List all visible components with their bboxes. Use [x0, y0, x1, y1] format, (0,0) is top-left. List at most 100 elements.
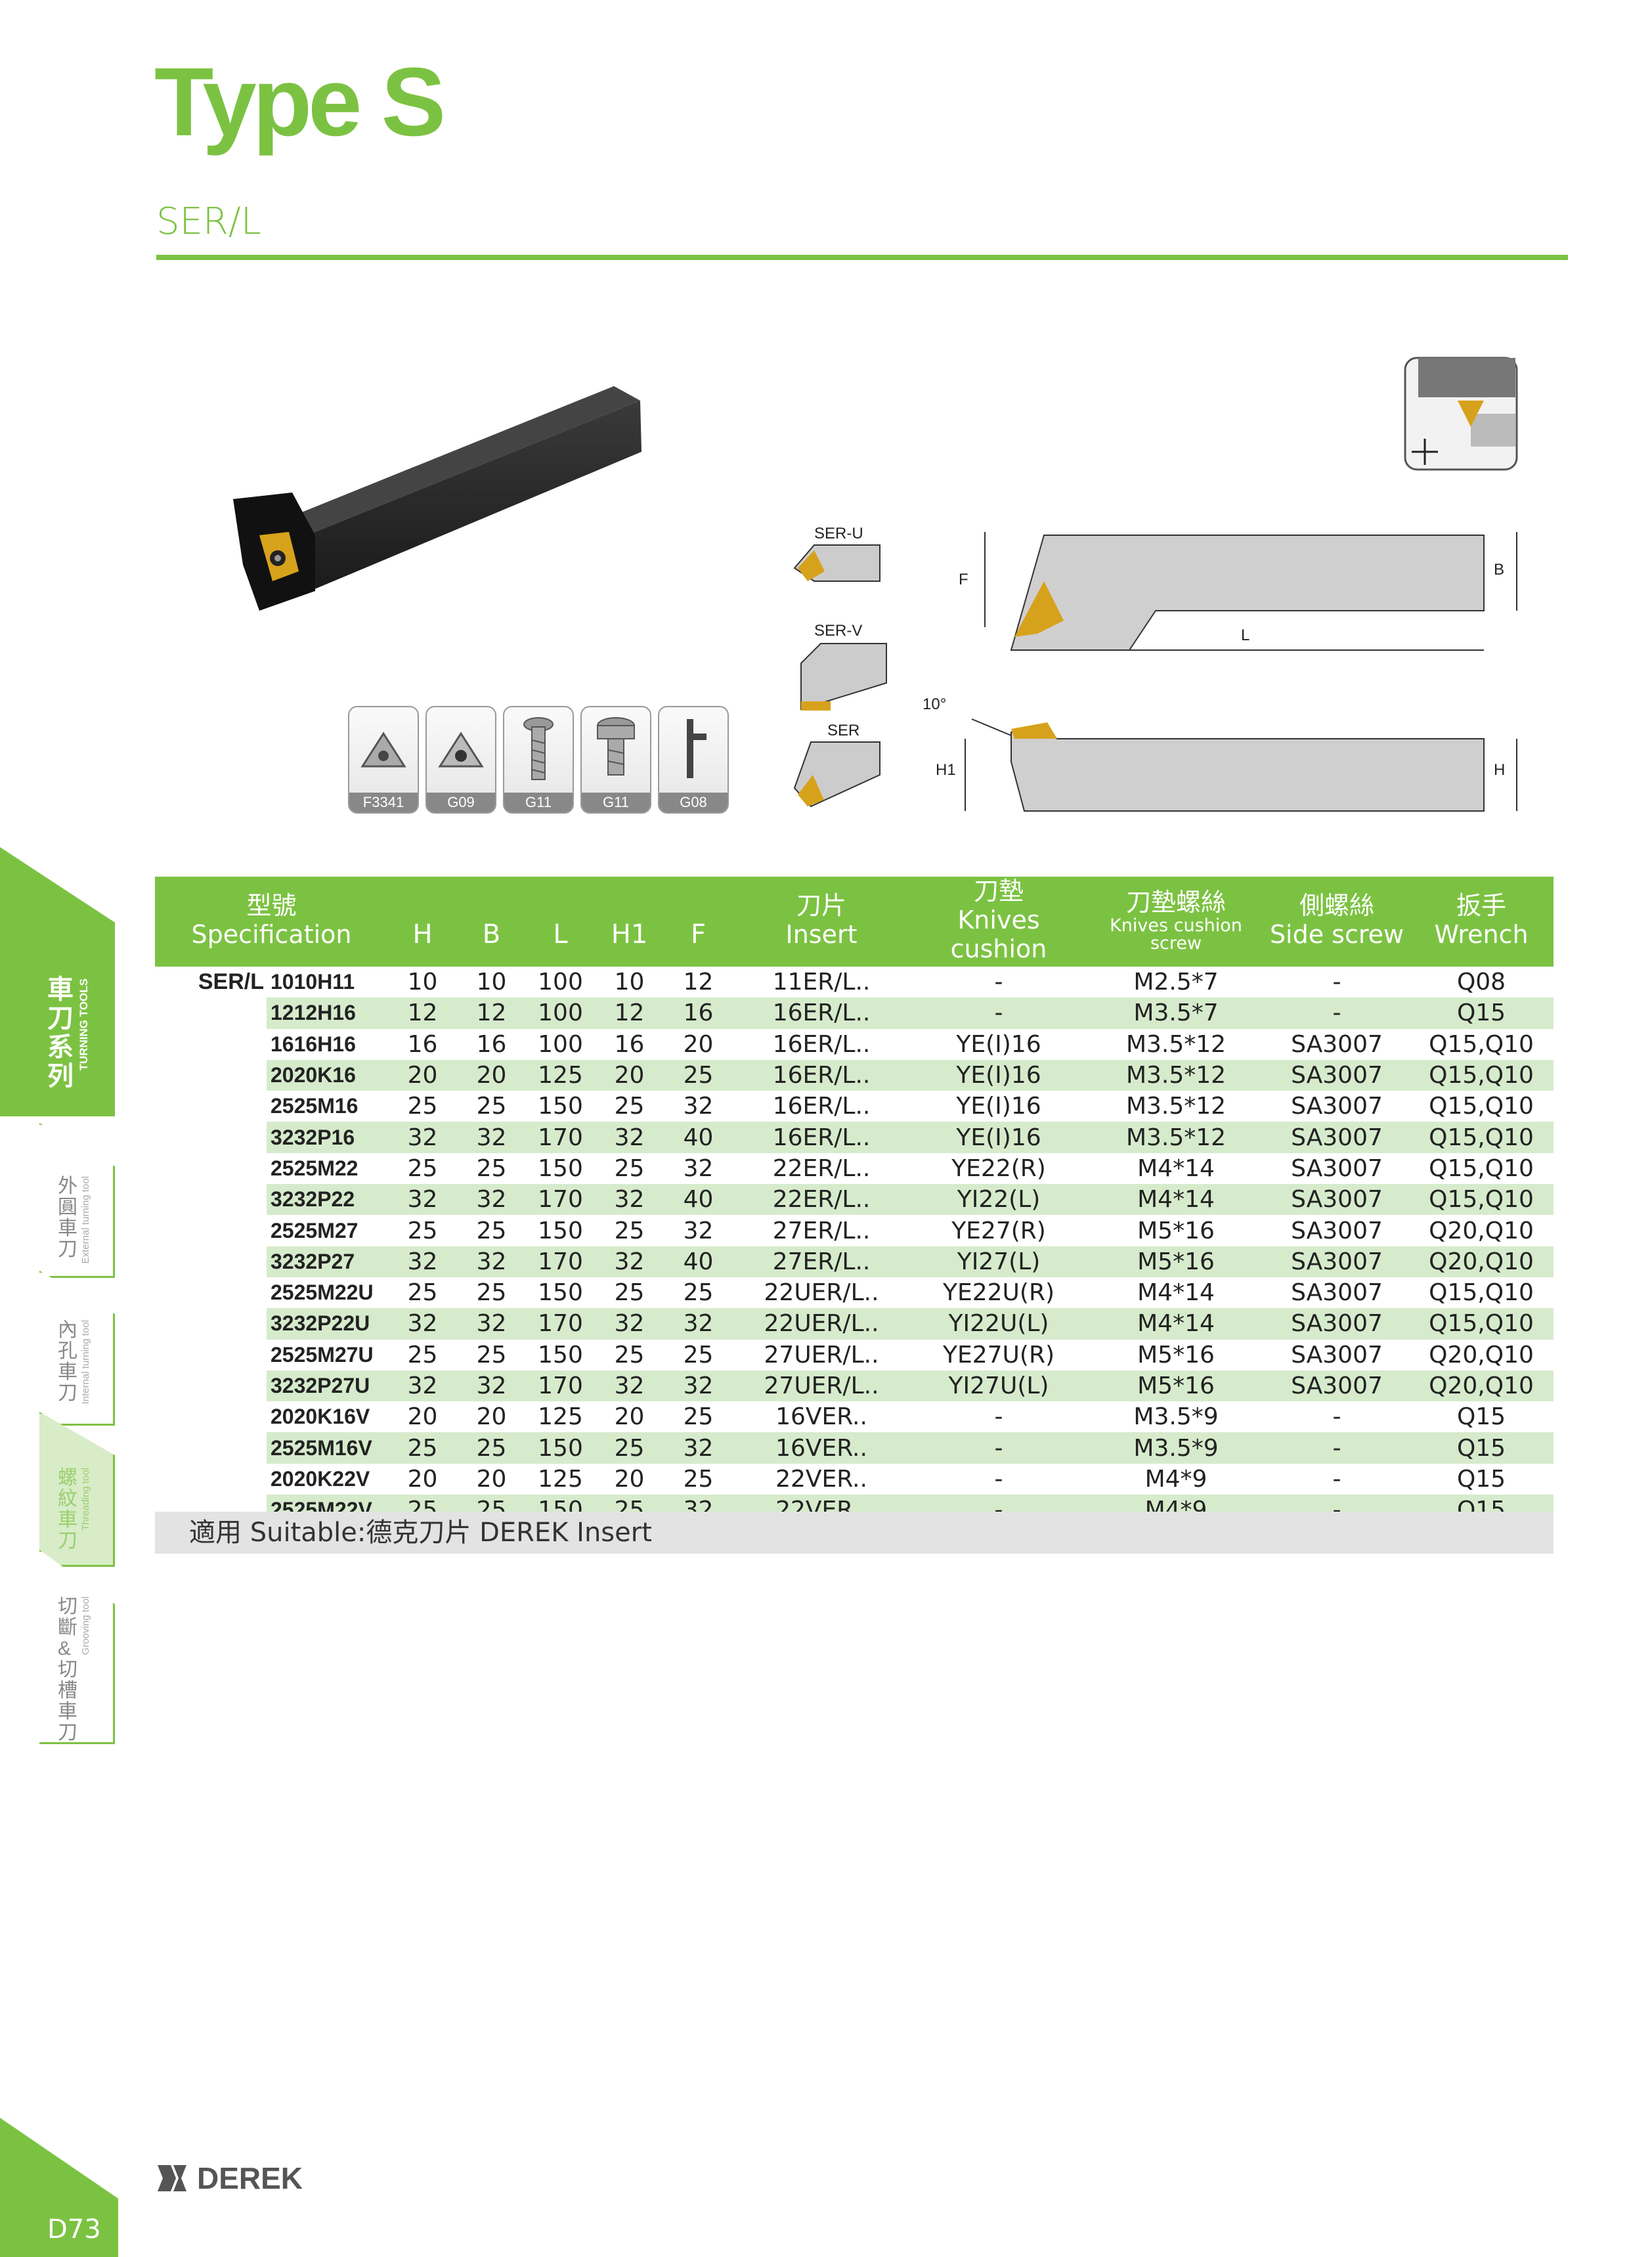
part-code: F3341	[349, 793, 418, 812]
insert-cell: 22VER..	[775, 1465, 867, 1493]
h-cell: 10	[388, 963, 458, 998]
wrench-cell: Q20,Q10	[1409, 1246, 1554, 1277]
b-cell: 32	[457, 1122, 527, 1153]
side-view: 10° H1 H	[923, 695, 1517, 812]
cushion-screw-cell: M4*14	[1087, 1184, 1265, 1216]
insert-cell: 16ER/L..	[733, 1059, 911, 1091]
cushion-cell: YE27(R)	[951, 1217, 1046, 1244]
h1-cell: 25	[614, 1093, 645, 1120]
col-h1: H1	[595, 877, 664, 965]
cushion-screw-cell: M3.5*12	[1087, 1059, 1265, 1091]
col-h: H	[388, 877, 458, 965]
model-cell: 3232P27U	[267, 1370, 389, 1402]
b-cell: 25	[476, 1154, 507, 1182]
insert-cell: 22UER/L..	[733, 1308, 911, 1340]
cushion-screw-cell: M3.5*12	[1125, 1093, 1227, 1120]
side-screw-cell: -	[1265, 963, 1410, 998]
dim-angle: 10°	[923, 695, 946, 713]
insert-cell: 27UER/L..	[764, 1341, 879, 1369]
h-cell: 20	[388, 1059, 458, 1091]
h1-cell: 32	[595, 1122, 664, 1153]
sidebar-tab-threading[interactable]: 螺紋車刀 Threading tool	[39, 1412, 115, 1567]
h1-cell: 20	[595, 1059, 664, 1091]
f-cell: 25	[683, 1465, 714, 1493]
model-cell: 2020K16V	[271, 1405, 370, 1429]
insert-cell: 16ER/L..	[772, 1030, 871, 1058]
f-cell: 12	[664, 963, 733, 998]
part-cushion: G09	[425, 706, 496, 814]
model-cell: 2525M22	[271, 1156, 359, 1180]
series-cell	[155, 1246, 267, 1277]
screw-icon	[597, 717, 635, 776]
page-number: D73	[47, 2214, 101, 2245]
side-screw-cell: SA3007	[1265, 1059, 1410, 1091]
cushion-screw-cell: M2.5*7	[1087, 963, 1265, 998]
wrench-cell: Q15,Q10	[1429, 1093, 1534, 1120]
cushion-cell: YE(I)16	[956, 1030, 1041, 1058]
b-cell: 32	[457, 1246, 527, 1277]
cushion-cell: YE(I)16	[910, 1122, 1088, 1153]
sidebar-tab-grooving[interactable]: 切斷&切槽車刀 Grooving tool	[39, 1550, 115, 1744]
series-cell	[155, 1432, 267, 1463]
part-code: G11	[504, 793, 573, 812]
cushion-cell: YI22(L)	[910, 1184, 1088, 1216]
insert-cell: 16ER/L..	[772, 1093, 871, 1120]
f-cell: 25	[683, 1403, 714, 1431]
l-cell: 150	[526, 1432, 596, 1464]
model-cell: 3232P16	[267, 1122, 389, 1153]
f-cell: 32	[664, 1432, 733, 1464]
side-screw-cell: SA3007	[1291, 1217, 1383, 1244]
part-code: G09	[427, 793, 495, 812]
f-cell: 32	[664, 1308, 733, 1340]
model-cell: 3232P27	[267, 1246, 389, 1277]
top-view: F B L	[959, 532, 1517, 651]
sidebar-tab-external[interactable]: 外圓車刀 External turning tool	[39, 1123, 115, 1278]
h1-cell: 10	[595, 963, 664, 998]
dim-h1: H1	[936, 761, 956, 779]
h-cell: 20	[407, 1403, 438, 1431]
insert-cell: 22ER/L..	[772, 1154, 871, 1182]
orientation-thumbnail	[1404, 357, 1518, 471]
brand-name: DEREK	[197, 2161, 303, 2195]
cushion-cell: YI27(L)	[910, 1246, 1088, 1277]
page-subtitle: SER/L	[156, 200, 261, 243]
h-cell: 25	[407, 1154, 438, 1182]
wrench-cell: Q20,Q10	[1409, 1370, 1554, 1402]
tool-holder-photo	[233, 386, 641, 611]
cushion-screw-cell: M5*16	[1137, 1341, 1215, 1369]
sidebar-label-zh: 切斷&切槽車刀	[58, 1596, 77, 1743]
sidebar-label-en: Internal turning tool	[80, 1320, 91, 1405]
insert-cell: 16ER/L..	[733, 997, 911, 1029]
b-cell: 20	[457, 1059, 527, 1091]
sidebar-label-zh: 內孔車刀	[58, 1319, 77, 1404]
side-screw-cell: -	[1265, 1432, 1410, 1464]
f-cell: 32	[683, 1154, 714, 1182]
side-screw-cell: SA3007	[1265, 1308, 1410, 1340]
l-cell: 170	[526, 1370, 596, 1402]
b-cell: 10	[457, 963, 527, 998]
dim-h: H	[1494, 761, 1505, 779]
col-f: F	[664, 877, 733, 965]
l-cell: 150	[538, 1093, 583, 1120]
l-cell: 170	[526, 1308, 596, 1340]
label-ser: SER	[827, 722, 859, 739]
l-cell: 170	[526, 1122, 596, 1153]
wrench-cell: Q15,Q10	[1429, 1279, 1534, 1307]
h1-cell: 25	[614, 1217, 645, 1244]
side-screw-cell: -	[1332, 1403, 1341, 1431]
sidebar-tab-internal[interactable]: 內孔車刀 Internal turning tool	[39, 1271, 115, 1426]
model-cell: 2020K16	[267, 1059, 389, 1091]
cushion-screw-cell: M5*16	[1137, 1217, 1215, 1244]
b-cell: 32	[457, 1370, 527, 1402]
side-screw-cell: SA3007	[1265, 1370, 1410, 1402]
cushion-cell: YE(I)16	[956, 1093, 1041, 1120]
sidebar-tab-turning-tools[interactable]: 車刀系列 TURNING TOOLS	[0, 847, 115, 1116]
